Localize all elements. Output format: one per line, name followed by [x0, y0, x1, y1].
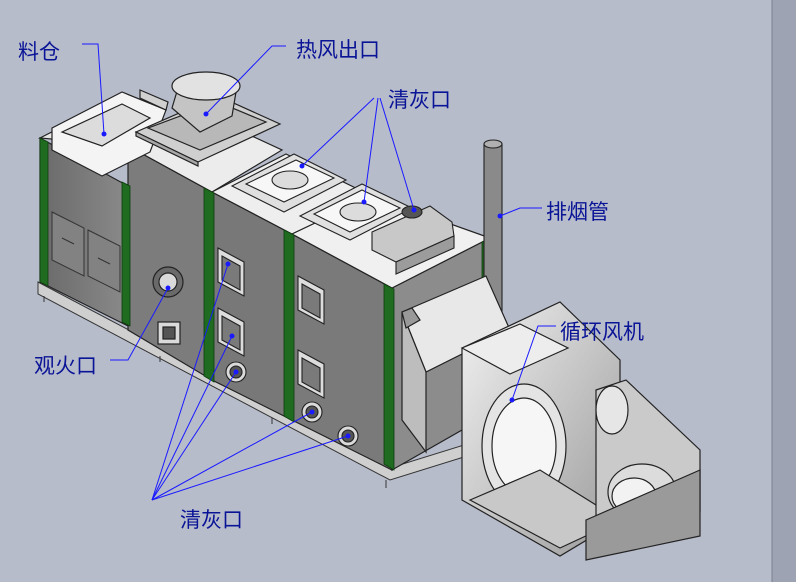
label-ash-port-top: 清灰口 [388, 88, 451, 112]
hopper [51, 89, 169, 177]
label-chimney: 排烟管 [546, 200, 609, 224]
leader-lines [82, 43, 556, 501]
fan-motor [585, 379, 701, 561]
label-circulation-fan: 循环风机 [560, 320, 644, 344]
leader-dots [101, 111, 515, 439]
label-hopper: 料仓 [18, 40, 60, 64]
label-ash-port-bottom: 清灰口 [180, 508, 243, 532]
circulation-fan [460, 301, 622, 557]
top-ash-ports [230, 153, 455, 275]
label-hot-air-outlet: 热风出口 [296, 38, 380, 62]
hopper-doors [51, 211, 121, 293]
viewport-edge [772, 0, 796, 582]
label-viewing-port: 观火口 [34, 354, 97, 378]
viewing-port [152, 266, 184, 345]
hot-air-hood [134, 71, 282, 167]
side-ash-doors [217, 247, 359, 447]
